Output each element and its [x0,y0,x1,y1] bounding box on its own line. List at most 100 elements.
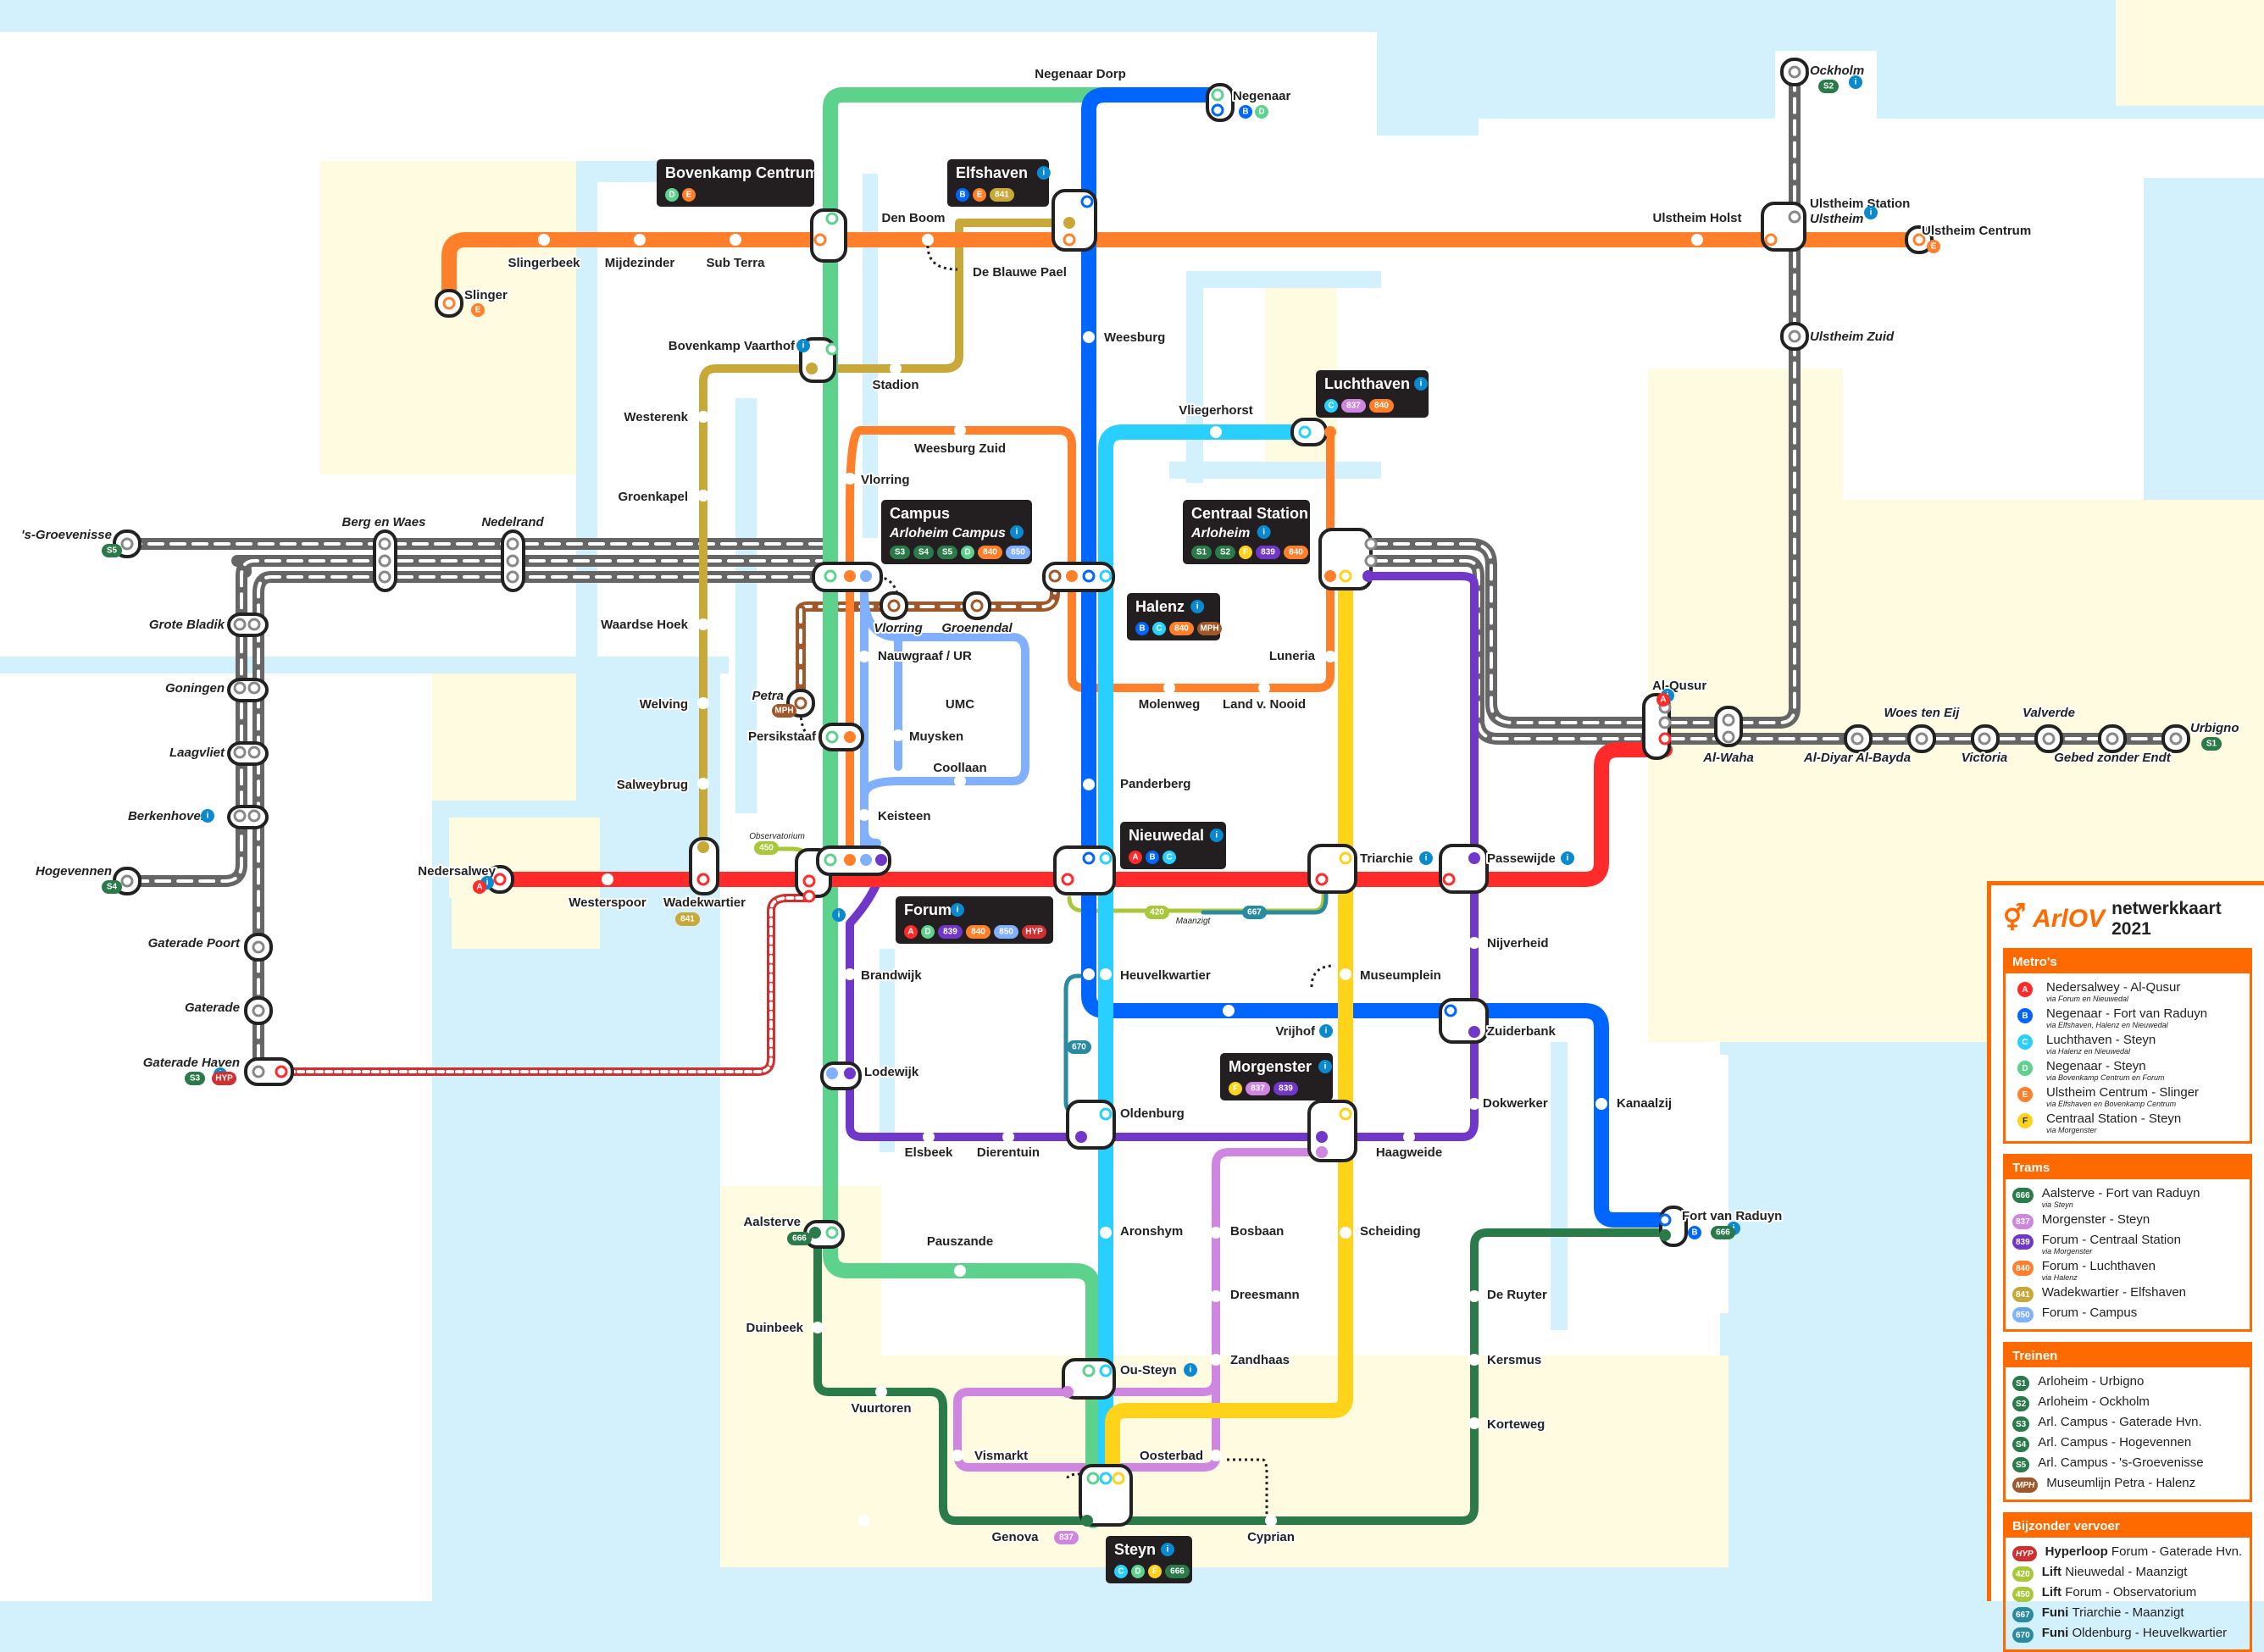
interchange-station[interactable] [1307,1100,1357,1162]
station-stop[interactable] [1210,1354,1222,1366]
train-station-label[interactable]: Gaterade Poort [147,934,242,952]
station-label[interactable]: Nedersalwey [416,862,497,880]
interchange-station[interactable] [818,723,864,751]
station-label[interactable]: Cyprian [1246,1528,1296,1546]
station-label[interactable]: UMC [944,696,976,713]
info-icon[interactable]: i [1209,829,1224,842]
station-label[interactable]: Keisteen [876,807,933,825]
callout-badge-c[interactable]: C [1324,399,1338,413]
station-label[interactable]: Oosterbad [1138,1447,1205,1465]
station-stop[interactable] [1100,1227,1112,1239]
interchange-station[interactable] [880,591,908,620]
callout-badge-840[interactable]: 840 [1369,399,1394,413]
station-stop[interactable] [730,234,741,246]
interchange-station[interactable] [689,837,719,895]
callout-badge-d[interactable]: D [961,546,974,559]
station-label[interactable]: Westerspoor [567,894,648,912]
interchange-station[interactable] [1053,845,1116,895]
interchange-station[interactable] [1318,528,1378,590]
callout-badge-840[interactable]: 840 [1284,546,1308,559]
station-stop[interactable] [922,234,934,246]
station-label[interactable]: Bosbaan [1229,1222,1285,1240]
train-station-label[interactable]: Ockholm [1808,62,1866,80]
station-stop[interactable] [844,968,856,980]
station-stop[interactable] [954,775,966,787]
callout-badge-839[interactable]: 839 [1274,1082,1298,1095]
interchange-station[interactable] [2034,724,2063,753]
interchange-station[interactable] [1971,724,2000,753]
station-stop[interactable] [858,651,870,662]
callout-badge-s2[interactable]: S2 [1215,546,1235,559]
route-badge-a[interactable]: A [473,880,486,894]
station-stop[interactable] [1468,1098,1480,1110]
train-station-label[interactable]: Valverde [2021,704,2077,722]
interchange-station[interactable] [227,805,269,829]
station-label[interactable]: Vliegerhorst [1177,402,1255,419]
station-label[interactable]: Vlorring [859,471,912,489]
interchange-station[interactable] [1780,322,1809,351]
station-stop[interactable] [954,424,966,436]
callout-badge-s4[interactable]: S4 [913,546,934,559]
station-stop[interactable] [890,363,902,374]
station-label[interactable]: Al-Qusur [1651,677,1708,695]
station-label[interactable]: Coollaan [931,759,988,777]
interchange-station[interactable] [227,741,269,766]
info-icon[interactable]: i [1561,851,1574,865]
station-label[interactable]: Dokwerker [1481,1095,1550,1112]
callout-badge-837[interactable]: 837 [1341,399,1366,413]
route-badge-b[interactable]: B [1688,1226,1701,1239]
interchange-station[interactable] [1290,418,1336,446]
train-station-label[interactable]: Gaterade Haven [142,1054,241,1072]
station-label[interactable]: Vismarkt [973,1447,1029,1465]
station-stop[interactable] [1468,1290,1480,1302]
station-stop[interactable] [1083,968,1095,980]
route-badge-s1[interactable]: S1 [2201,737,2222,751]
station-stop[interactable] [923,1131,935,1143]
station-stop[interactable] [1210,426,1222,438]
route-badge-s3[interactable]: S3 [185,1072,205,1085]
interchange-station[interactable] [2098,724,2127,753]
station-label[interactable]: Lodewijk [863,1063,921,1081]
interchange-station[interactable] [810,208,847,263]
station-label[interactable]: Zuiderbank [1485,1023,1558,1040]
interchange-station[interactable] [1658,1206,1688,1247]
interchange-station[interactable] [1206,83,1235,122]
interchange-station[interactable] [963,591,991,620]
station-stop[interactable] [892,729,904,741]
callout-badge-b[interactable]: B [1135,622,1149,635]
station-label[interactable]: Bovenkamp Vaarthof [667,337,797,355]
callout-badge-c[interactable]: C [1163,851,1176,864]
train-station-label[interactable]: Goningen [164,679,226,697]
interchange-station[interactable] [501,529,525,592]
station-label[interactable]: Brandwijk [859,967,924,984]
callout-badge-839[interactable]: 839 [1256,546,1280,559]
train-station-label[interactable]: Gebed zonder Endt [2052,749,2173,767]
station-label[interactable]: Oldenburg [1118,1105,1186,1123]
callout-badge-f[interactable]: F [1229,1082,1242,1095]
callout-badge-mph[interactable]: MPH [1197,622,1222,635]
interchange-station[interactable] [435,289,463,318]
station-stop[interactable] [1083,331,1095,343]
callout-badge-c[interactable]: C [1114,1565,1128,1578]
station-stop[interactable] [697,618,709,630]
station-label[interactable]: Ulstheim Centrum [1920,222,2033,240]
station-label[interactable]: Ulstheim Holst [1651,209,1743,227]
route-badge-s4[interactable]: S4 [102,880,122,894]
info-icon[interactable]: i [1257,525,1271,539]
callout-badge-d[interactable]: D [1131,1565,1145,1578]
info-icon[interactable]: i [1318,1060,1332,1073]
info-icon[interactable]: i [796,339,810,352]
interchange-station[interactable] [803,1220,845,1249]
interchange-station[interactable] [244,933,273,962]
